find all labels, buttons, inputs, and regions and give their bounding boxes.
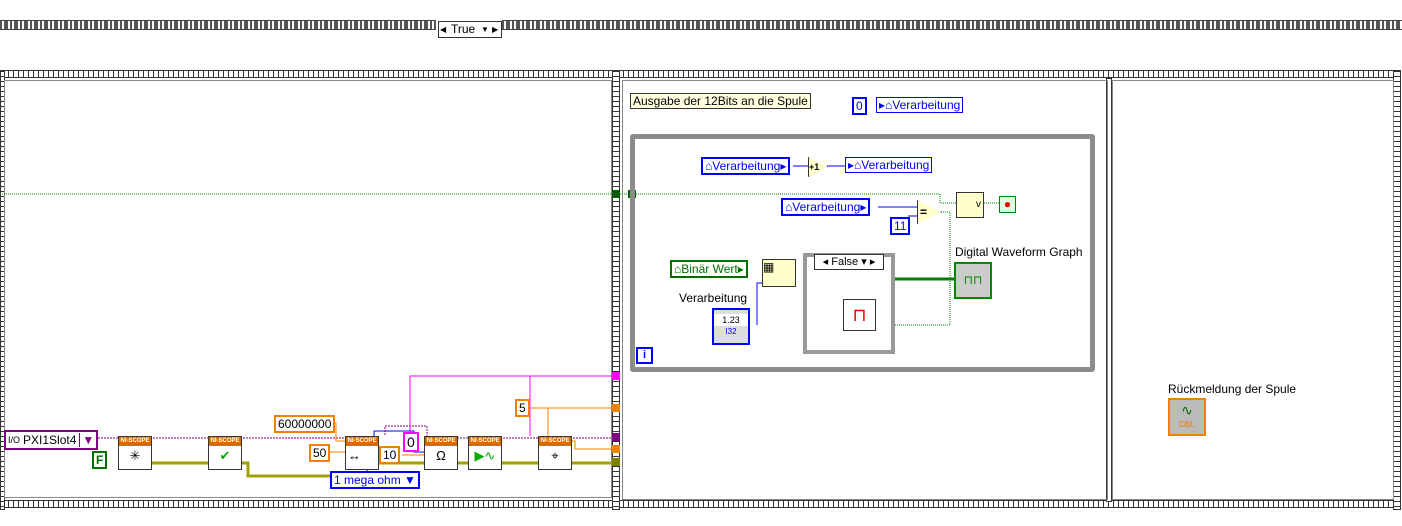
resource-value: PXI1Slot4 xyxy=(23,433,77,447)
local-name: Verarbeitung xyxy=(712,159,781,173)
prev-case-icon[interactable]: ◀ xyxy=(440,25,447,34)
local-variable-write[interactable]: ▸⌂Verarbeitung xyxy=(845,157,933,173)
vertical-icon: Ω xyxy=(436,448,446,463)
false-constant[interactable]: F xyxy=(92,451,108,469)
local-name: Binär Wert xyxy=(681,262,738,276)
control-type: I32 xyxy=(725,327,737,336)
vi-header: NI-SCOPE xyxy=(209,437,241,446)
waveform-icon: ∿ xyxy=(1181,402,1193,418)
impedance-value: 1 mega ohm xyxy=(334,473,401,487)
local-name: Verarbeitung xyxy=(792,200,861,214)
arrow-icon: ▸ xyxy=(860,200,867,214)
while-loop[interactable] xyxy=(630,134,1095,372)
tunnel xyxy=(612,404,620,412)
tunnel xyxy=(612,458,620,466)
control-value: 1.23 xyxy=(714,314,748,326)
play-wave-icon: ▶∿ xyxy=(474,448,496,463)
indicator-label: Rückmeldung der Spule xyxy=(1168,382,1297,396)
case-value: True xyxy=(451,22,476,36)
niscope-init-vi[interactable]: NI-SCOPE ✳ xyxy=(118,436,152,470)
local-variable-icon: ⌂ xyxy=(785,200,793,214)
case-structure-border-left xyxy=(0,20,436,30)
vi-header: NI-SCOPE xyxy=(539,437,571,446)
iteration-terminal: i xyxy=(636,347,653,364)
tunnel xyxy=(612,190,620,198)
constant-0[interactable]: 0 xyxy=(403,432,419,452)
case-selector-false[interactable]: ◂ False ▾ ▸ xyxy=(814,254,884,270)
tunnel xyxy=(612,433,620,441)
dropdown-icon[interactable]: ▼ xyxy=(404,473,416,487)
constant-50[interactable]: 50 xyxy=(309,444,331,462)
init-local-variable[interactable]: ▸⌂Verarbeitung xyxy=(876,97,964,113)
dropdown-icon[interactable]: ▼ xyxy=(481,25,489,34)
horizontal-icon: ↔ xyxy=(348,448,361,463)
local-variable-compare[interactable]: ⌂Verarbeitung▸ xyxy=(781,198,871,216)
compound-or-function[interactable]: v xyxy=(956,192,984,218)
vi-header: NI-SCOPE xyxy=(425,437,457,446)
constant-11[interactable]: 11 xyxy=(890,217,911,235)
stop-condition[interactable]: ● xyxy=(999,196,1016,213)
local-name: Verarbeitung xyxy=(861,158,930,172)
niscope-configure-horizontal-vi[interactable]: NI-SCOPE ↔ xyxy=(345,436,379,470)
frame-inner-border xyxy=(4,80,612,498)
case-structure-border-right xyxy=(502,20,1402,30)
vi-header: NI-SCOPE xyxy=(119,437,151,446)
dropdown-icon[interactable]: ▾ xyxy=(861,256,867,268)
binary-value-local[interactable]: ⌂Binär Wert▸ xyxy=(670,260,748,278)
comment-label: Ausgabe der 12Bits an die Spule xyxy=(630,93,811,109)
frame2-inner-border xyxy=(622,80,1108,500)
io-icon: I/O xyxy=(8,435,21,445)
frame-divider-2 xyxy=(1106,78,1112,502)
constant-10[interactable]: 10 xyxy=(379,446,401,464)
vi-header: NI-SCOPE xyxy=(346,437,378,446)
local-variable-icon: ▸⌂ xyxy=(848,158,862,172)
local-variable-read[interactable]: ⌂Verarbeitung▸ xyxy=(701,157,791,175)
init-icon: ✳ xyxy=(129,448,141,463)
niscope-initiate-vi[interactable]: NI-SCOPE ▶∿ xyxy=(468,436,502,470)
waveform-indicator[interactable]: ∿ DBL xyxy=(1168,398,1206,436)
next-case-icon[interactable]: ▸ xyxy=(869,256,876,268)
next-case-icon[interactable]: ▶ xyxy=(492,25,499,34)
digital-waveform-icon: ⊓ xyxy=(843,299,876,331)
constant-5[interactable]: 5 xyxy=(515,399,530,417)
niscope-fetch-vi[interactable]: NI-SCOPE ⌖ xyxy=(538,436,572,470)
constant-60000000[interactable]: 60000000 xyxy=(274,415,336,433)
tunnel xyxy=(612,445,620,453)
control-label: Verarbeitung xyxy=(679,291,748,305)
dropdown-icon[interactable]: ▼ xyxy=(79,433,96,447)
local-variable-icon: ▸⌂ xyxy=(879,98,893,112)
local-variable-icon: ⌂ xyxy=(705,159,713,173)
binoculars-icon: ⌖ xyxy=(551,448,559,463)
niscope-auto-setup-vi[interactable]: NI-SCOPE ✔ xyxy=(208,436,242,470)
graph-label: Digital Waveform Graph xyxy=(955,245,1083,259)
init-constant-0[interactable]: 0 xyxy=(852,97,867,115)
arrow-icon: ▸ xyxy=(780,159,787,173)
arrow-icon: ▸ xyxy=(737,262,744,276)
number-to-boolean-array[interactable]: ▦ xyxy=(762,259,796,287)
frame3-inner-border xyxy=(1112,80,1394,500)
local-variable-icon: ⌂ xyxy=(674,262,682,276)
prev-case-icon[interactable]: ◂ xyxy=(822,256,829,268)
local-name: Verarbeitung xyxy=(892,98,961,112)
error-wire xyxy=(150,461,614,478)
vi-header: NI-SCOPE xyxy=(469,437,501,446)
indicator-type: DBL xyxy=(1179,420,1195,429)
wrench-check-icon: ✔ xyxy=(219,448,231,463)
impedance-ring[interactable]: 1 mega ohm ▼ xyxy=(330,471,420,489)
string-wires xyxy=(409,375,614,436)
frame-divider-1 xyxy=(612,70,620,510)
refnum-wire xyxy=(92,425,614,439)
case-value: False xyxy=(831,256,859,268)
tunnel xyxy=(612,372,620,380)
niscope-configure-vertical-vi[interactable]: NI-SCOPE Ω xyxy=(424,436,458,470)
case-selector[interactable]: ◀ True ▼ ▶ xyxy=(438,21,502,38)
digital-waveform-graph-terminal[interactable]: ⊓⊓ xyxy=(954,262,992,299)
